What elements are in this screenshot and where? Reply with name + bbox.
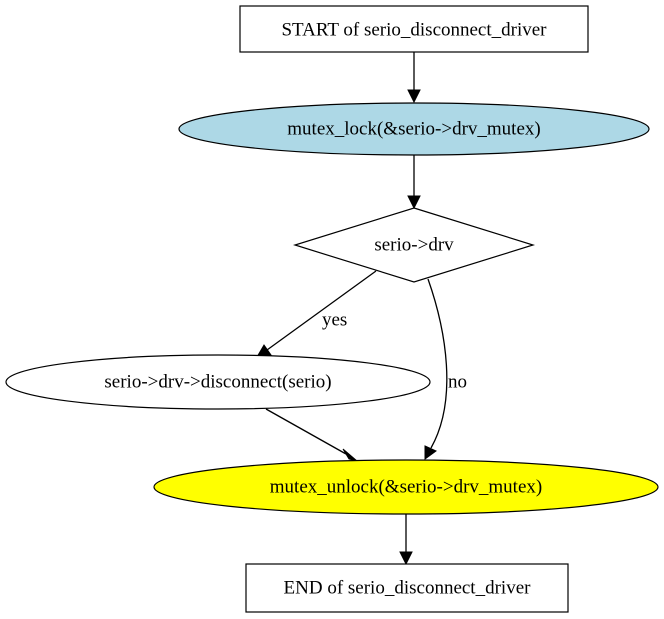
- edge-start-to-lock: [407, 52, 421, 104]
- end-node: END of serio_disconnect_driver: [245, 563, 569, 613]
- edge-yes-label: yes: [322, 309, 347, 330]
- edge-no: no: [424, 278, 467, 460]
- check-diamond: [292, 207, 536, 283]
- lock-node: mutex_lock(&serio->drv_mutex): [178, 102, 650, 156]
- end-label: END of serio_disconnect_driver: [284, 577, 532, 598]
- edge-disconnect-unlock-arrowhead: [342, 448, 358, 462]
- edge-no-arrowhead: [424, 445, 437, 460]
- edge-yes: yes: [256, 270, 377, 358]
- check-node: serio->drv: [292, 207, 536, 283]
- disconnect-node: serio->drv->disconnect(serio): [5, 354, 431, 410]
- edge-start-lock-arrowhead: [407, 89, 421, 104]
- start-box: [239, 5, 589, 53]
- edge-unlock-to-end: [399, 514, 413, 566]
- disconnect-ellipse: [5, 354, 431, 410]
- edge-lock-to-check: [407, 155, 421, 210]
- check-label: serio->drv: [374, 234, 454, 255]
- lock-label: mutex_lock(&serio->drv_mutex): [287, 118, 540, 139]
- unlock-label: mutex_unlock(&serio->drv_mutex): [270, 476, 542, 497]
- unlock-node: mutex_unlock(&serio->drv_mutex): [153, 459, 659, 515]
- end-box: [245, 563, 569, 613]
- edge-disconnect-unlock-line: [265, 408, 347, 455]
- edge-no-label: no: [448, 371, 467, 392]
- edge-lock-check-arrowhead: [407, 195, 421, 210]
- edge-disconnect-to-unlock: [265, 408, 358, 462]
- disconnect-label: serio->drv->disconnect(serio): [104, 371, 331, 392]
- edge-no-line: [427, 278, 448, 449]
- edge-unlock-end-arrowhead: [399, 551, 413, 566]
- edge-yes-line: [266, 270, 377, 351]
- start-label: START of serio_disconnect_driver: [281, 19, 547, 40]
- start-node: START of serio_disconnect_driver: [239, 5, 589, 53]
